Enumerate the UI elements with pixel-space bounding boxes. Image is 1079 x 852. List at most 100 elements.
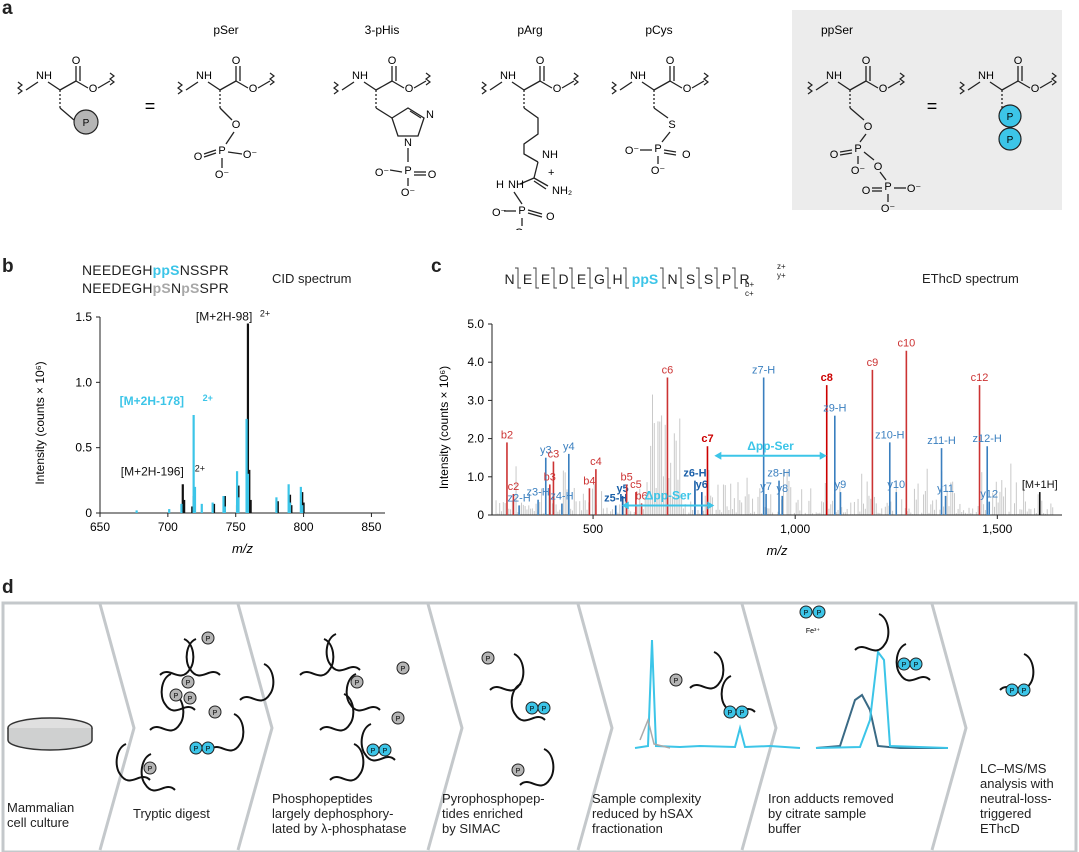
fragment-cleavage-marker xyxy=(678,267,684,289)
svg-text:O: O xyxy=(428,169,437,181)
svg-text:O⁻: O⁻ xyxy=(515,227,530,230)
phospho-group-icon xyxy=(201,631,215,645)
ppser-double-p-residue: NH O O P P xyxy=(959,55,1057,151)
svg-text:P: P xyxy=(1007,112,1014,123)
svg-text:O⁻: O⁻ xyxy=(375,167,390,179)
p-symbol: P xyxy=(401,666,406,673)
svg-text:O: O xyxy=(1014,55,1023,67)
x-axis-label: m/z xyxy=(767,543,788,558)
structure-phis: NH O O N N P O O⁻ O⁻ xyxy=(333,55,437,199)
p-symbol: P xyxy=(728,710,733,717)
panel-label-d: d xyxy=(2,577,14,598)
sequence-residue: D xyxy=(558,271,568,287)
svg-text:O: O xyxy=(194,151,203,163)
fragment-label: z9-H xyxy=(823,403,846,415)
arrow-head xyxy=(714,451,722,460)
phospho-group-icon xyxy=(208,705,222,719)
step-2-text: Tryptic digest xyxy=(133,806,210,821)
fragment-label: b3 xyxy=(544,471,556,483)
fragment-cleavage-marker xyxy=(533,267,539,289)
fragment-label: y3 xyxy=(540,445,552,457)
fragment-label: c12 xyxy=(971,372,989,384)
y-tick-label: 3.0 xyxy=(467,393,484,407)
phospho-group-icon xyxy=(143,761,157,775)
residue-name-pcys: pCys xyxy=(645,23,672,37)
ethcd-spectrum-label: EThcD spectrum xyxy=(922,271,1019,286)
pyrophospho-group-icon xyxy=(812,605,826,619)
fragment-label: c9 xyxy=(867,357,879,369)
p-symbol: P xyxy=(1022,688,1027,695)
svg-text:NH: NH xyxy=(352,70,368,82)
svg-text:O: O xyxy=(553,83,562,95)
svg-text:O: O xyxy=(546,211,555,223)
svg-text:O⁻: O⁻ xyxy=(881,203,896,215)
fragment-label: y9 xyxy=(835,479,847,491)
x-tick-label: 700 xyxy=(158,520,178,534)
sequence-residue: ppS xyxy=(632,271,658,287)
y-tick-label: 5.0 xyxy=(467,317,484,331)
generic-phospho-residue: NH O O P xyxy=(17,55,115,135)
workflow-frame xyxy=(1,601,1078,852)
fragment-cleavage-marker xyxy=(696,267,702,289)
phospho-group-icon xyxy=(350,675,364,689)
y-tick-label: 0 xyxy=(85,506,92,520)
svg-text:O: O xyxy=(232,55,241,67)
residue-name-phis: 3-pHis xyxy=(365,23,400,37)
structure-parg: NH O O NH + NH₂ NH H P O O⁻ O⁻ xyxy=(481,55,579,230)
svg-text:P: P xyxy=(654,143,661,155)
fragment-cleavage-marker xyxy=(515,267,521,289)
peptide-strand-icon xyxy=(360,723,396,762)
peptide-strand-icon xyxy=(160,673,196,712)
x-tick-label: 800 xyxy=(294,520,314,534)
phospho-group-icon xyxy=(481,651,495,665)
p-symbol: P xyxy=(383,748,388,755)
svg-text:O: O xyxy=(72,55,81,67)
fragment-label: c4 xyxy=(590,456,602,468)
phospho-group-icon xyxy=(183,691,197,705)
peptide-strand-icon xyxy=(140,753,176,792)
sequence-residue: N xyxy=(504,271,514,287)
chevron-divider xyxy=(236,603,274,851)
peptide-sequence-pSpS: NEEDEGHpSNpSSPR xyxy=(82,280,229,296)
x-axis-label: m/z xyxy=(232,541,253,556)
structure-pser: NH O O O P O O⁻ O⁻ xyxy=(177,55,275,181)
panel-label-c: c xyxy=(431,256,442,277)
pyrophospho-group-icon xyxy=(537,701,551,715)
svg-text:O⁻: O⁻ xyxy=(215,169,230,181)
peptide-strand-icon xyxy=(185,638,221,677)
annotation-m-196: [M+2H-196] xyxy=(121,464,184,478)
svg-text:NH: NH xyxy=(500,70,516,82)
peptide-strand-icon xyxy=(209,713,245,752)
svg-text:NH: NH xyxy=(196,70,212,82)
clean-peak xyxy=(815,649,949,749)
fragment-cleavage-marker xyxy=(569,267,575,289)
y-tick-label: 2.0 xyxy=(467,432,484,446)
svg-text:O: O xyxy=(536,55,545,67)
svg-text:O: O xyxy=(405,83,414,95)
phospho-group-icon xyxy=(396,661,410,675)
svg-text:O⁻: O⁻ xyxy=(907,183,922,195)
peptide-strand-icon xyxy=(149,693,185,732)
arrow-head xyxy=(819,451,827,460)
sequence-residue: G xyxy=(594,271,605,287)
hsax-chromatogram-grey xyxy=(639,717,671,749)
petri-dish-wall xyxy=(8,728,92,740)
svg-text:NH: NH xyxy=(826,70,842,82)
peptide-strand-icon xyxy=(329,743,365,782)
fragment-label: b6 xyxy=(635,491,647,503)
peptide-strand-icon xyxy=(689,651,725,690)
fragment-label: z10-H xyxy=(875,429,904,441)
chevron-divider xyxy=(426,603,464,851)
p-symbol: P xyxy=(396,716,401,723)
peptide-strand-icon xyxy=(325,633,361,672)
sequence-residue: P xyxy=(722,271,731,287)
p-symbol: P xyxy=(486,656,491,663)
fragment-label: c3 xyxy=(548,449,560,461)
fragment-label: z12-H xyxy=(973,433,1002,445)
iron-label: Fe³⁺ xyxy=(806,628,821,635)
fragment-cleavage-marker xyxy=(605,267,611,289)
fragment-label: c10 xyxy=(897,338,915,350)
pyrophospho-group-icon xyxy=(735,705,749,719)
